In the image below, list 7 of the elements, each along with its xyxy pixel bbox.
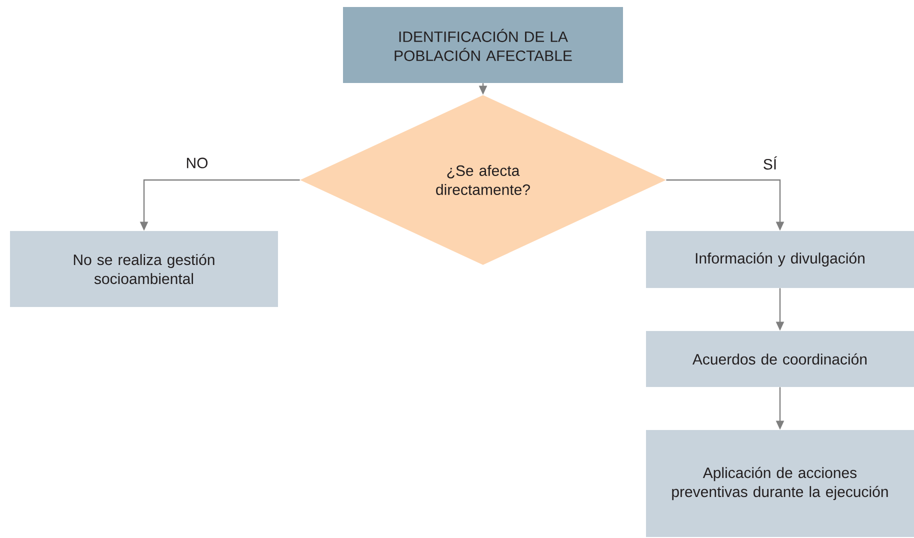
title-box: IDENTIFICACIÓN DE LA POBLACIÓN AFECTABLE <box>343 7 623 83</box>
edge-label: SÍ <box>762 155 778 171</box>
process-box: No se realiza gestión socioambiental <box>10 231 278 307</box>
process-box: Información y divulgación <box>646 231 914 288</box>
process-box: Acuerdos de coordinación <box>646 331 914 387</box>
edge-label: NO <box>184 156 210 170</box>
process-box: Aplicación de acciones preventivas durante la ejecución <box>646 430 914 537</box>
